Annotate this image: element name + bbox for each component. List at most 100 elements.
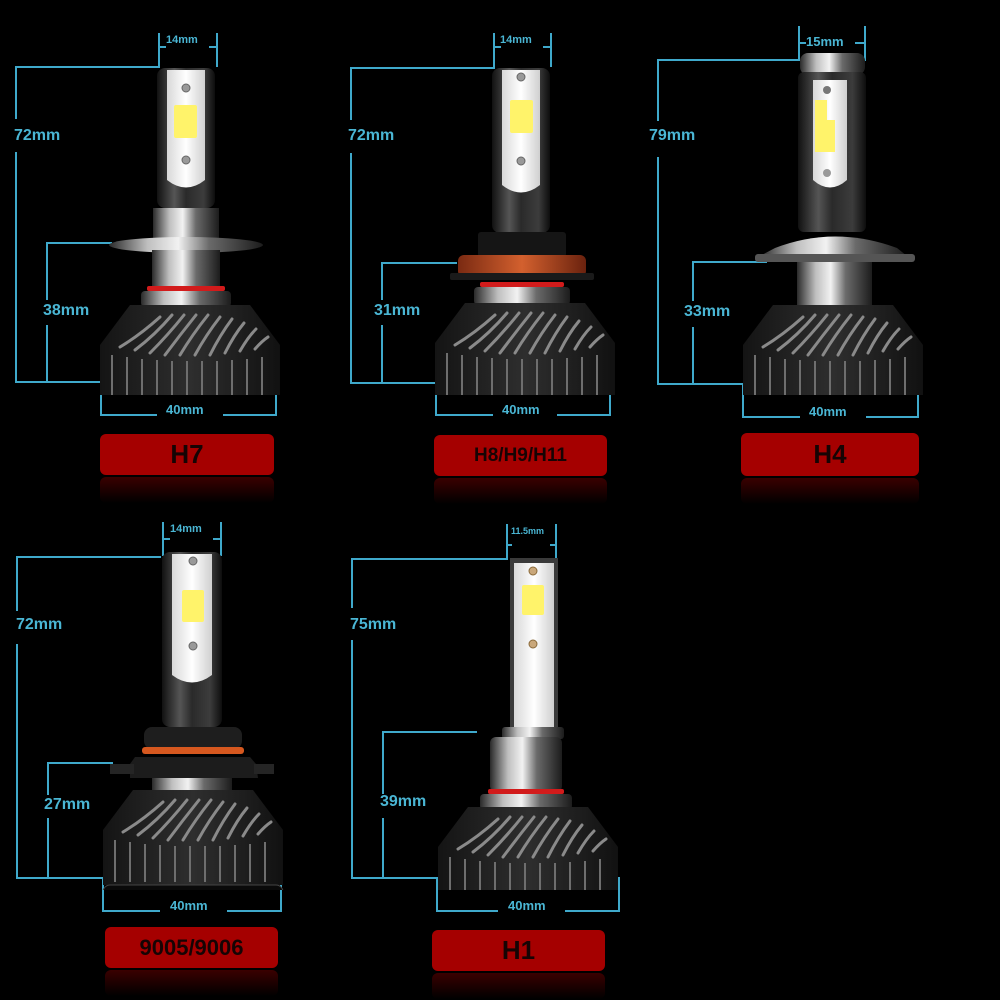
dimension-line xyxy=(351,558,508,560)
socket-type-badge: 9005/9006 xyxy=(105,927,278,968)
dimension-line xyxy=(609,383,611,415)
dimension-line xyxy=(47,762,113,764)
dimension-line xyxy=(100,383,102,415)
dimension-line xyxy=(657,59,800,61)
top-width-label: 14mm xyxy=(166,34,198,46)
dimension-line xyxy=(351,558,353,608)
dimension-line xyxy=(864,26,866,61)
base-width-label: 40mm xyxy=(508,898,546,913)
socket-type-badge: H8/H9/H11 xyxy=(434,435,607,476)
dimension-line xyxy=(543,46,551,48)
dimension-line xyxy=(102,877,104,911)
badge-reflection xyxy=(741,478,919,504)
dimension-line xyxy=(742,383,744,417)
dimension-line xyxy=(493,46,501,48)
dimension-line xyxy=(275,383,277,415)
dimension-line xyxy=(47,762,49,795)
dimension-line xyxy=(47,818,49,878)
dimension-line xyxy=(280,877,282,911)
dimension-line xyxy=(351,877,436,879)
dimension-line xyxy=(158,33,160,67)
dimension-line xyxy=(436,910,498,912)
dimension-line xyxy=(382,731,477,733)
dimension-line xyxy=(227,910,282,912)
dimension-line xyxy=(436,877,438,911)
base-height-label: 38mm xyxy=(43,302,90,319)
base-width-label: 40mm xyxy=(166,402,204,417)
base-width-label: 40mm xyxy=(502,402,540,417)
dimension-line xyxy=(798,42,806,44)
badge-reflection xyxy=(105,970,278,996)
dimension-line xyxy=(220,522,222,556)
dimension-line xyxy=(657,59,659,121)
total-height-label: 72mm xyxy=(348,127,395,144)
top-width-label: 14mm xyxy=(500,34,532,46)
dimension-line xyxy=(162,538,170,540)
dimension-line xyxy=(216,33,218,67)
top-width-label: 15mm xyxy=(806,34,844,49)
top-width-label: 14mm xyxy=(170,523,202,535)
dimension-line xyxy=(15,381,100,383)
dimension-line xyxy=(382,731,384,794)
dimension-line xyxy=(350,153,352,383)
dimension-line xyxy=(15,66,160,68)
dimension-line xyxy=(16,556,18,611)
base-height-label: 39mm xyxy=(380,793,427,810)
dimension-line xyxy=(506,524,508,558)
base-width-label: 40mm xyxy=(809,404,847,419)
dimension-line xyxy=(46,325,48,382)
dimension-line xyxy=(435,414,493,416)
dimension-line xyxy=(16,556,161,558)
dimension-line xyxy=(742,416,800,418)
led-bulb-icon xyxy=(436,558,620,890)
dimension-line xyxy=(381,262,457,264)
dimension-line xyxy=(46,242,112,244)
dimension-line xyxy=(381,325,383,383)
dimension-line xyxy=(550,33,552,67)
dimension-line xyxy=(692,327,694,384)
dimension-line xyxy=(506,544,512,546)
dimension-line xyxy=(382,818,384,878)
top-width-label: 11.5mm xyxy=(511,526,545,536)
base-width-label: 40mm xyxy=(170,898,208,913)
led-bulb-icon xyxy=(101,552,285,890)
led-bulb-icon xyxy=(98,68,282,395)
dimension-line xyxy=(550,544,556,546)
dimension-line xyxy=(381,262,383,300)
dimension-line xyxy=(435,383,437,415)
dimension-line xyxy=(15,66,17,119)
dimension-line xyxy=(351,640,353,878)
dimension-line xyxy=(350,67,352,120)
dimension-line xyxy=(15,152,17,382)
dimension-line xyxy=(657,383,742,385)
dimension-line xyxy=(213,538,221,540)
base-height-label: 27mm xyxy=(44,796,91,813)
socket-type-badge: H7 xyxy=(100,434,274,475)
dimension-line xyxy=(100,414,157,416)
dimension-line xyxy=(16,644,18,878)
led-bulb-icon xyxy=(433,68,617,395)
dimension-line xyxy=(46,242,48,300)
badge-reflection xyxy=(100,477,274,503)
dimension-line xyxy=(493,33,495,67)
led-bulb-icon xyxy=(741,53,925,395)
dimension-line xyxy=(866,416,919,418)
dimension-line xyxy=(350,382,435,384)
badge-reflection xyxy=(432,973,605,999)
dimension-line xyxy=(102,910,160,912)
base-height-label: 31mm xyxy=(374,302,421,319)
dimension-line xyxy=(657,157,659,385)
socket-type-badge: H4 xyxy=(741,433,919,476)
dimension-line xyxy=(223,414,277,416)
dimension-line xyxy=(618,877,620,911)
dimension-line xyxy=(16,877,102,879)
dimension-line xyxy=(692,261,767,263)
badge-reflection xyxy=(434,478,607,504)
total-height-label: 72mm xyxy=(14,127,61,144)
dimension-line xyxy=(557,414,611,416)
dimension-line xyxy=(350,67,495,69)
dimension-line xyxy=(555,524,557,558)
socket-type-badge: H1 xyxy=(432,930,605,971)
dimension-line xyxy=(855,42,865,44)
total-height-label: 79mm xyxy=(649,127,696,144)
